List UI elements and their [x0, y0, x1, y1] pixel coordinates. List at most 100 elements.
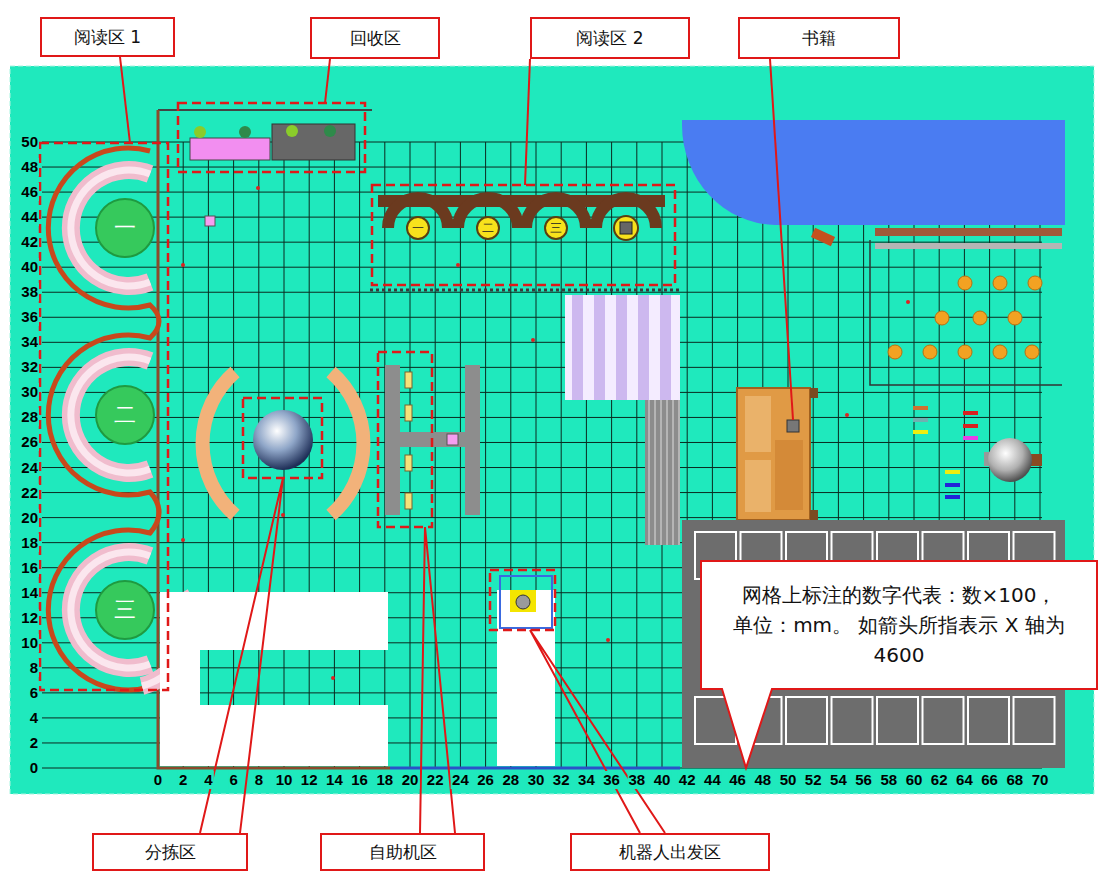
callout-box: 阅读区 2 — [530, 17, 690, 59]
x-axis-number: 16 — [350, 771, 369, 789]
callout-box: 书籍 — [738, 17, 900, 59]
y-axis-number: 8 — [29, 659, 39, 677]
note-callout: 网格上标注的数字代表：数×100， 单位：mm。 如箭头所指表示 X 轴为 46… — [700, 560, 1098, 690]
reading-spot: 三 — [544, 216, 568, 240]
node-text: 一 — [412, 220, 424, 237]
x-axis-number: 8 — [254, 771, 264, 789]
x-axis-number: 40 — [653, 771, 672, 789]
node-text: 三 — [550, 220, 562, 237]
reading-seat: 三 — [95, 580, 155, 640]
x-axis-number: 54 — [829, 771, 848, 789]
x-axis-number: 42 — [678, 771, 697, 789]
node-text: 一 — [114, 213, 136, 243]
robot-start — [497, 576, 555, 766]
sorting-area — [203, 372, 364, 515]
chairs — [888, 276, 1042, 359]
y-axis-number: 38 — [20, 283, 39, 301]
striped-area — [565, 295, 680, 400]
leader-line — [120, 57, 793, 833]
x-axis-number: 66 — [980, 771, 999, 789]
reading-seat: 一 — [95, 198, 155, 258]
node-text: 二 — [482, 220, 494, 237]
node-text: 自助机区 — [369, 841, 437, 864]
recycle-bins — [190, 124, 355, 226]
node-text: 阅读区 2 — [576, 27, 643, 50]
reading-area-2 — [370, 195, 680, 290]
callout-box: 机器人出发区 — [570, 833, 770, 871]
y-axis-number: 14 — [20, 584, 39, 602]
x-axis-number: 28 — [501, 771, 520, 789]
bench — [875, 243, 1062, 249]
x-axis-number: 20 — [401, 771, 420, 789]
silver-globe — [988, 438, 1032, 482]
x-axis-number: 58 — [879, 771, 898, 789]
stairs — [645, 400, 680, 545]
x-axis-number: 68 — [1005, 771, 1024, 789]
x-axis-number: 50 — [779, 771, 798, 789]
x-axis-number: 34 — [577, 771, 596, 789]
wall — [158, 109, 372, 111]
node-text: 机器人出发区 — [619, 841, 721, 864]
x-axis-number: 70 — [1031, 771, 1050, 789]
x-axis-number: 46 — [728, 771, 747, 789]
bench — [875, 228, 1062, 236]
x-axis-number: 26 — [476, 771, 495, 789]
x-axis-number: 12 — [300, 771, 319, 789]
y-axis-number: 22 — [20, 484, 39, 502]
x-axis-number: 38 — [627, 771, 646, 789]
x-axis-number: 6 — [228, 771, 238, 789]
y-axis-number: 10 — [20, 634, 39, 652]
x-axis-number: 36 — [602, 771, 621, 789]
node-text: 二 — [114, 400, 136, 430]
x-axis-number: 48 — [753, 771, 772, 789]
colour-bars — [913, 406, 978, 499]
x-axis-number: 30 — [527, 771, 546, 789]
wall — [158, 110, 390, 768]
y-axis-number: 6 — [29, 684, 39, 702]
reading-spot: 一 — [406, 216, 430, 240]
y-axis-number: 24 — [20, 459, 39, 477]
x-axis-number: 24 — [451, 771, 470, 789]
x-axis-number: 52 — [804, 771, 823, 789]
frame — [870, 240, 1062, 385]
striped-area — [565, 295, 680, 400]
y-axis-number: 26 — [20, 433, 39, 451]
callout-box: 分拣区 — [92, 833, 248, 871]
x-axis-number: 56 — [854, 771, 873, 789]
white-area — [160, 592, 388, 766]
bookshelf — [737, 388, 818, 520]
x-axis-number: 32 — [552, 771, 571, 789]
callout-box: 阅读区 1 — [40, 17, 175, 57]
node-text: 三 — [114, 595, 136, 625]
node-text: 回收区 — [350, 27, 401, 50]
wall — [390, 767, 680, 770]
x-axis-number: 2 — [178, 771, 188, 789]
node-text: 分拣区 — [145, 841, 196, 864]
callout-box: 回收区 — [310, 17, 440, 59]
y-axis-number: 44 — [20, 208, 39, 226]
y-axis-number: 30 — [20, 383, 39, 401]
reading-seat: 二 — [95, 385, 155, 445]
small-object — [811, 228, 835, 246]
y-axis-number: 0 — [29, 759, 39, 777]
y-axis-number: 40 — [20, 258, 39, 276]
water-area — [682, 120, 1065, 225]
y-axis-number: 2 — [29, 734, 39, 752]
reading-spot: 二 — [476, 216, 500, 240]
y-axis-number: 34 — [20, 333, 39, 351]
area-outline — [40, 103, 675, 690]
y-axis-number: 42 — [20, 233, 39, 251]
y-axis-number: 48 — [20, 158, 39, 176]
y-axis-number: 46 — [20, 183, 39, 201]
callout-box: 自助机区 — [320, 833, 485, 871]
x-axis-number: 18 — [375, 771, 394, 789]
x-axis-number: 14 — [325, 771, 344, 789]
y-axis-number: 12 — [20, 609, 39, 627]
x-axis-number: 4 — [203, 771, 213, 789]
x-axis-number: 22 — [426, 771, 445, 789]
y-axis-number: 18 — [20, 534, 39, 552]
y-axis-number: 4 — [29, 709, 39, 727]
node-text: 阅读区 1 — [74, 26, 141, 49]
y-axis-number: 50 — [20, 133, 39, 151]
